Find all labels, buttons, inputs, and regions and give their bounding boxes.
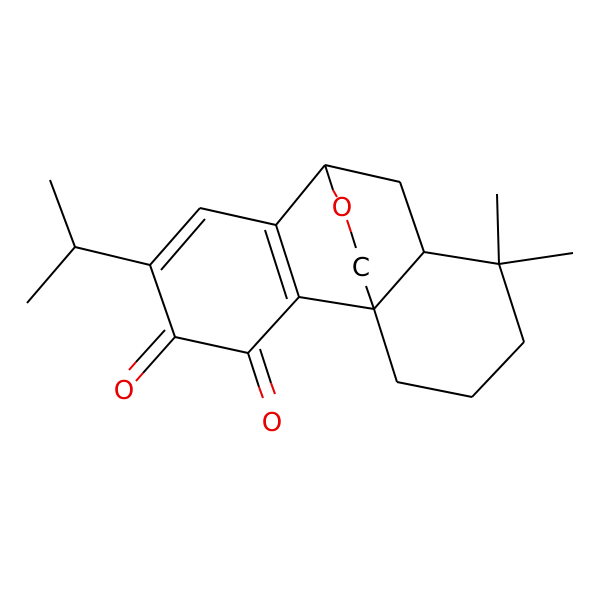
bond-isopropyl-to-ring [74,246,151,266]
bond-chain-to-ring-junction [399,181,425,253]
bond-bridgehead-top-to-chain [324,164,401,183]
bond-ketone-left-double-1 [135,329,166,363]
bond-ring-c1-c2-double [160,218,206,271]
bond-gem-methyl-right [498,252,574,265]
bond-gem-carbon-to-ch2 [498,263,525,343]
bond-bridgehead-top-to-ring [275,164,326,226]
bond-ketone-right-1 [247,352,260,388]
bond-ch2-bottom-to-ch2-left [396,381,473,398]
bond-ring-c3-c4 [275,224,300,298]
bond-oxygen-to-bridge-carbon [350,231,357,249]
bonds [26,164,574,399]
bond-bridge-carbon-to-quaternary [365,285,375,310]
bond-ketone-right-double-1 [259,348,272,384]
bond-ketone-right-double-2 [270,382,276,395]
bond-ch2-to-ch2-bottom [471,341,525,398]
bond-ring-c2-c3 [199,207,277,226]
bond-ch2-left-to-quaternary [373,308,398,383]
ketone-oxygen-right-label: O [262,408,282,438]
bond-ketone-left-2 [135,372,144,382]
bond-isopropyl-methyl-top [49,179,76,248]
bond-top-bridgehead-to-oxygen [324,164,334,191]
bond-ring-c6-c1 [149,264,176,338]
bond-ring-c4-c5 [247,296,300,354]
bond-ring-c3-c4-double [264,229,288,300]
bond-ring-c5-c6 [174,336,249,354]
bridge-carbon-label: C [352,253,370,283]
bond-gem-methyl-top [496,193,500,265]
bond-oxygen-to-bridge-carbon-red [346,219,352,233]
bond-ketone-right-2 [258,386,264,399]
bond-ring-junction-to-gem-carbon [423,251,500,265]
bond-isopropyl-methyl-bottom [26,246,76,304]
bond-ketone-left-double-2 [128,361,137,371]
atom-labels: O C O O [114,193,370,438]
bond-ring-junction-to-quaternary [373,251,425,310]
bond-quaternary-to-ring [298,296,375,310]
bond-ketone-left-1 [142,336,176,374]
bond-top-bridgehead-to-oxygen-red [332,189,338,198]
ketone-oxygen-left-label: O [114,376,134,406]
bond-ring-c1-c2 [149,207,201,266]
bridge-oxygen-label: O [332,193,352,223]
